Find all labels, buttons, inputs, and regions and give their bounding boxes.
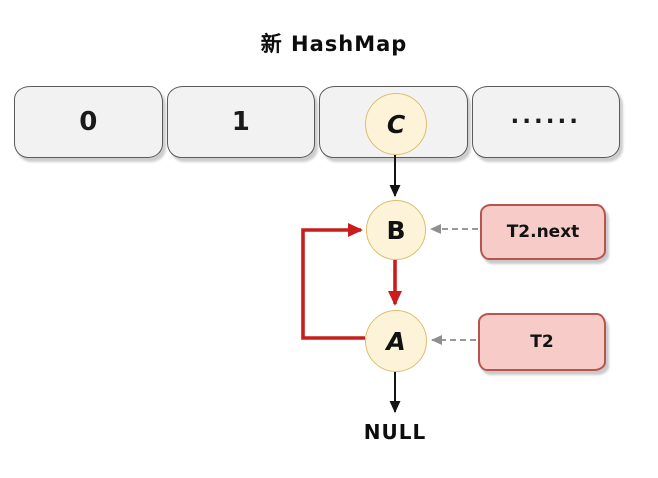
pointer-t2next-label: T2.next: [506, 222, 580, 242]
diagram-title: 新 HashMap: [260, 32, 408, 56]
pointer-box-t2next: T2.next: [480, 204, 606, 260]
pointer-box-t2: T2: [478, 313, 606, 371]
bucket-0: 0: [14, 86, 163, 158]
node-b: B: [366, 200, 426, 260]
edge-a-to-b-red-loop-arrow: [301, 223, 365, 340]
node-a: A: [365, 310, 427, 372]
null-terminator-label: NULL: [363, 420, 427, 444]
bucket-0-label: 0: [79, 107, 98, 137]
bucket-1-label: 1: [231, 107, 250, 137]
node-a-label: A: [386, 326, 406, 356]
bucket-3-ellipsis: ......: [510, 103, 581, 129]
pointer-t2-label: T2: [530, 332, 554, 352]
node-b-label: B: [386, 215, 406, 245]
node-c: C: [365, 93, 427, 155]
bucket-1: 1: [166, 86, 315, 158]
bucket-3: ......: [471, 86, 620, 158]
node-c-label: C: [386, 109, 406, 139]
